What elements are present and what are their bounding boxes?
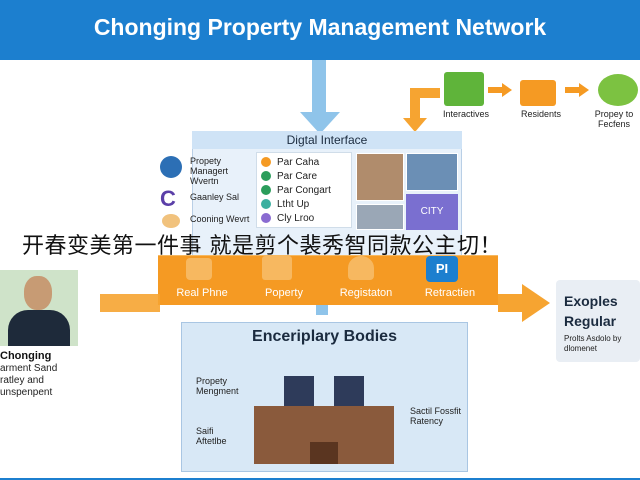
person-line: ratley and bbox=[0, 375, 44, 386]
building-icon bbox=[254, 376, 394, 464]
arrow-elbow-head bbox=[403, 118, 427, 132]
side-label-gaanley: Gaanley Sal bbox=[190, 192, 240, 202]
bodies-label: Saifi Aftetlbe bbox=[196, 426, 227, 446]
tab-retraction[interactable]: Retractien bbox=[424, 287, 476, 299]
side-label-cooning: Cooning Wevrt bbox=[190, 214, 250, 224]
person-icon bbox=[162, 214, 180, 228]
arrow-horizontal-shaft bbox=[100, 294, 160, 312]
person-icon bbox=[348, 256, 374, 280]
people-icon bbox=[598, 74, 638, 106]
document-icon bbox=[262, 256, 292, 280]
resident-photo bbox=[356, 204, 404, 230]
menu-dot-icon bbox=[261, 171, 271, 181]
person-line: arment Sand bbox=[0, 363, 58, 374]
footer-bar bbox=[0, 478, 640, 480]
overlay-banner-text: 开春变美第一件事 就是剪个裴秀智同款公主切！ bbox=[22, 234, 502, 259]
menu-dot-icon bbox=[261, 185, 271, 195]
examples-title: Exoples bbox=[564, 293, 618, 309]
person-head bbox=[24, 276, 52, 310]
top-label-property: Propey to Fecfens bbox=[594, 109, 634, 129]
side-label-property: Propety Managert Wvertn bbox=[190, 156, 229, 186]
page-title: Chonging Property Management Network bbox=[93, 14, 547, 40]
bodies-label: Sactil Fossfit Ratency bbox=[410, 406, 462, 426]
person-photo bbox=[0, 270, 78, 346]
box-icon bbox=[444, 72, 484, 106]
menu-dot-icon bbox=[261, 157, 271, 167]
menu-item[interactable]: Par Congart bbox=[261, 183, 347, 197]
top-label-interactives: Interactives bbox=[442, 109, 490, 119]
arrow-right-icon bbox=[565, 83, 589, 97]
interface-menu: Par Caha Par Care Par Congart Ltht Up Cl… bbox=[256, 152, 352, 228]
bodies-title: Enceriplary Bodies bbox=[252, 328, 397, 345]
digital-interface-title: Digtal Interface bbox=[192, 131, 462, 149]
arrow-down-head bbox=[300, 112, 340, 134]
arrow-down-shaft bbox=[312, 60, 326, 115]
arrow-elbow-vertical bbox=[410, 90, 420, 120]
arrow-horizontal-shaft bbox=[498, 294, 524, 312]
menu-item[interactable]: Cly Lroo bbox=[261, 211, 347, 225]
c-icon: C bbox=[160, 186, 176, 211]
header-bar bbox=[0, 0, 640, 60]
menu-item[interactable]: Par Care bbox=[261, 169, 347, 183]
person-line: unspenpent bbox=[0, 387, 53, 398]
tab-property[interactable]: Poperty bbox=[265, 287, 303, 299]
resident-photo bbox=[406, 153, 458, 191]
person-suit bbox=[8, 310, 70, 346]
arrow-right-icon bbox=[488, 83, 512, 97]
examples-box: Exoples Regular Prolts Asdolo by dlomene… bbox=[556, 280, 640, 362]
arrow-elbow-horizontal bbox=[410, 88, 440, 98]
city-tag: CITY bbox=[406, 194, 458, 230]
arrow-horizontal-head bbox=[522, 284, 550, 322]
menu-dot-icon bbox=[261, 199, 271, 209]
top-label-residents: Residents bbox=[520, 109, 562, 119]
bodies-label: Propety Mengment bbox=[196, 376, 239, 396]
regular-title: Regular bbox=[564, 313, 617, 329]
arrow-down-shaft bbox=[316, 305, 328, 315]
tab-real-phone[interactable]: Real Phne bbox=[176, 287, 228, 299]
resident-photo bbox=[356, 153, 404, 201]
user-icon bbox=[160, 156, 182, 178]
pi-icon: PI bbox=[426, 256, 458, 282]
menu-item[interactable]: Par Caha bbox=[261, 155, 347, 169]
tab-registration[interactable]: Registaton bbox=[339, 287, 393, 299]
phone-icon bbox=[186, 258, 212, 280]
menu-dot-icon bbox=[261, 213, 271, 223]
examples-sub: Prolts Asdolo by dlomenet bbox=[564, 334, 622, 353]
card-icon bbox=[520, 80, 556, 106]
person-name: Chonging bbox=[0, 350, 52, 362]
menu-item[interactable]: Ltht Up bbox=[261, 197, 347, 211]
building-entrance bbox=[310, 442, 338, 464]
